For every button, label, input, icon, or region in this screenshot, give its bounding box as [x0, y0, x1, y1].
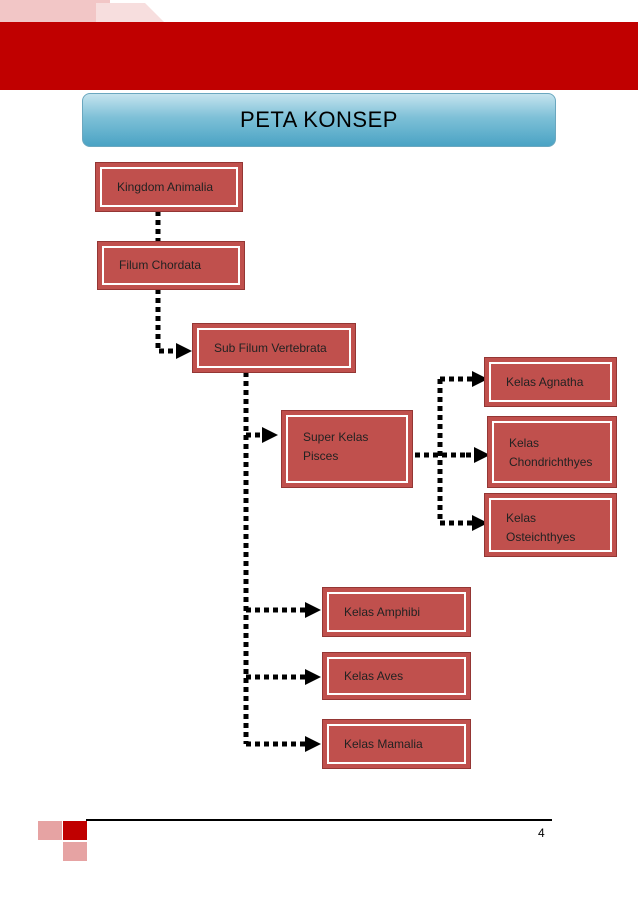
- node-kelas-osteichthyes: Kelas Osteichthyes: [485, 494, 616, 556]
- node-label: Kelas Agnatha: [506, 374, 584, 389]
- page-number: 4: [538, 826, 545, 840]
- node-kelas-mamalia: Kelas Mamalia: [323, 720, 470, 768]
- node-kingdom-animalia: Kingdom Animalia: [96, 163, 242, 211]
- node-label: Kelas Chondrichthyes: [509, 436, 593, 469]
- node-label: Kingdom Animalia: [117, 179, 214, 194]
- node-filum-chordata: Filum Chordata: [98, 242, 244, 289]
- node-label: Kelas Amphibi: [344, 604, 421, 619]
- node-kelas-aves: Kelas Aves: [323, 653, 470, 699]
- arrow-head-osteichthyes: [472, 515, 488, 531]
- node-label: Super Kelas Pisces: [303, 430, 369, 463]
- node-label: Kelas Osteichthyes: [506, 511, 576, 544]
- arrow-head-subfilum: [176, 343, 192, 359]
- footer-rule: [86, 819, 552, 821]
- node-kelas-agnatha: Kelas Agnatha: [485, 358, 616, 406]
- connector-filum-subfilum: [155, 289, 176, 354]
- footer-square-light: [38, 821, 62, 840]
- arrow-head-mamalia: [305, 736, 321, 752]
- page-title: PETA KONSEP: [82, 93, 556, 147]
- node-kelas-amphibi: Kelas Amphibi: [323, 588, 470, 636]
- node-label: Kelas Mamalia: [344, 736, 423, 751]
- arrow-head-chondrichthyes: [474, 447, 490, 463]
- header-tab-light: [0, 0, 110, 24]
- arrow-head-superkelas: [262, 427, 278, 443]
- node-super-kelas-pisces: Super Kelas Pisces: [282, 411, 412, 487]
- node-sub-filum-vertebrata: Sub Filum Vertebrata: [193, 324, 355, 372]
- footer-square-red: [63, 821, 87, 840]
- footer-square-light-lower: [63, 842, 87, 861]
- header-tab-lighter: [96, 3, 166, 24]
- node-label: Kelas Aves: [344, 668, 404, 683]
- node-label: Filum Chordata: [119, 258, 202, 272]
- node-label: Sub Filum Vertebrata: [214, 340, 327, 355]
- arrow-head-agnatha: [472, 371, 488, 387]
- header-band: [0, 22, 638, 90]
- node-kelas-chondrichthyes: Kelas Chondrichthyes: [488, 417, 616, 487]
- arrow-head-aves: [305, 669, 321, 685]
- arrow-head-amphibi: [305, 602, 321, 618]
